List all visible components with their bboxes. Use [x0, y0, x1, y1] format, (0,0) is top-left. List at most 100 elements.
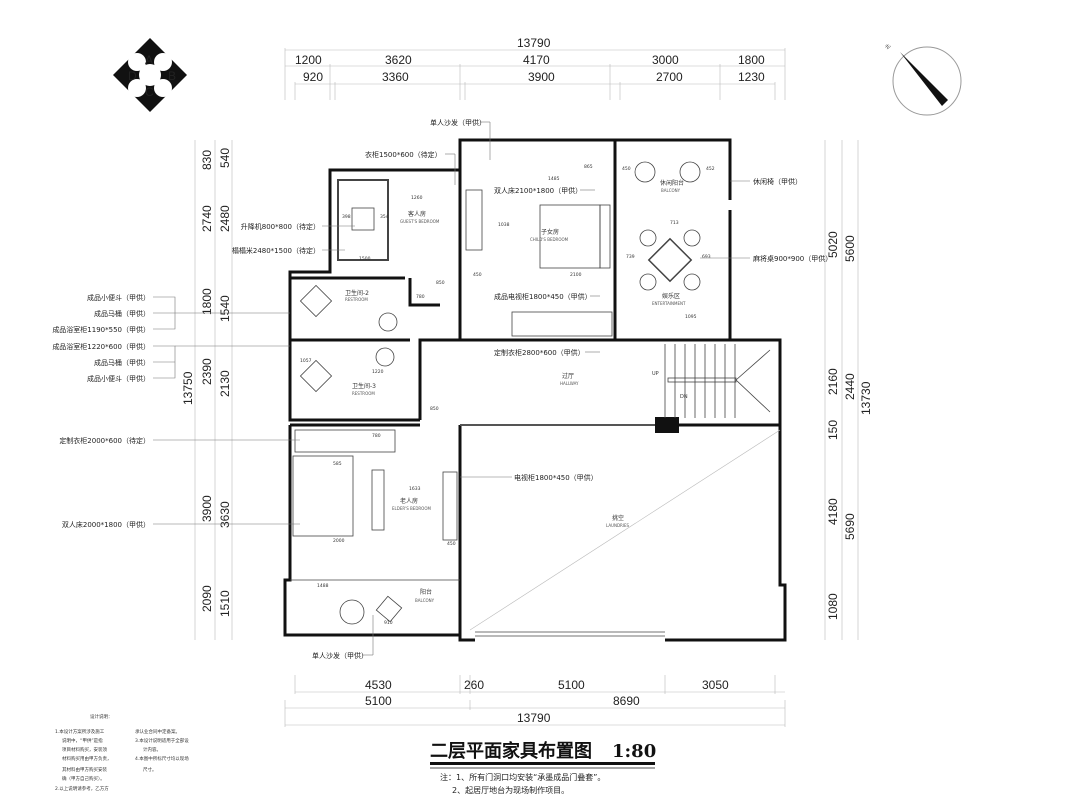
design-note: 尺寸。	[143, 766, 157, 773]
annotation: 定制衣柜2000*600（待定）	[59, 436, 150, 445]
dimensions-left	[194, 140, 233, 640]
dim-label: 1540	[218, 295, 232, 322]
dim-label: 260	[464, 678, 484, 692]
annotation: 电视柜1800*450（甲供）	[514, 473, 598, 482]
walls	[283, 138, 787, 642]
room-dim: 450	[447, 541, 456, 547]
dim-label: 1800	[738, 53, 765, 67]
design-note: 1.本设计方案所涉及施工	[55, 728, 105, 735]
room-dim: 693	[702, 254, 711, 260]
dim-label: 5600	[843, 235, 857, 262]
design-note: 说明中，“甲供”是指	[62, 737, 103, 744]
dim-label: 1080	[826, 593, 840, 620]
dim-label: 2700	[656, 70, 683, 84]
dim-label: 3900	[528, 70, 555, 84]
room-name-en: HALLWAY	[560, 381, 579, 386]
design-note: 3.本设计说明适用于全部设	[135, 737, 189, 744]
design-note: 承认业合同中定备案。	[135, 728, 180, 735]
room-name-en: LAUNDRIES	[606, 523, 630, 528]
dim-label: 1510	[218, 590, 232, 617]
design-note: 材料购买用由甲方负责，	[62, 755, 112, 762]
compass-d: D	[128, 69, 137, 83]
dim-label: 4530	[365, 678, 392, 692]
room-name: 挑空	[612, 514, 624, 522]
annotation: 麻将桌900*900（甲供）	[753, 254, 832, 263]
room-dim: 1038	[498, 222, 510, 228]
dimensions-bottom	[284, 675, 786, 727]
dim-label: 3630	[218, 501, 232, 528]
compass-b: B	[168, 69, 176, 83]
dim-label: 2740	[200, 205, 214, 232]
room-name-en: ELDER'S BEDROOM	[392, 506, 431, 511]
room-dim: 452	[706, 166, 715, 172]
room-dim: 780	[372, 433, 381, 439]
compass-c: C	[145, 85, 154, 99]
dim-label: 8690	[613, 694, 640, 708]
room-dim: 585	[333, 461, 342, 467]
design-note: 确（甲方自己购买）。	[62, 775, 105, 782]
compass-a: A	[145, 53, 153, 67]
room-dim: 850	[430, 406, 439, 412]
annotation: 成品浴室柜1220*600（甲供）	[52, 342, 150, 351]
room-name: 阳台	[420, 588, 432, 596]
room-labels: 客人房 GUEST'S BEDROOM 子女房 CHILD'S BEDROOM …	[345, 179, 686, 603]
dim-label: 2440	[843, 373, 857, 400]
dim-label: 2480	[218, 205, 232, 232]
dim-label: 5690	[843, 513, 857, 540]
note-line: 2、起居厅地台为现场制作项目。	[452, 785, 569, 795]
room-dim: 2100	[570, 272, 582, 278]
design-note: 计内容。	[143, 746, 161, 753]
dim-label: 5100	[558, 678, 585, 692]
room-name: 卫生间-2	[345, 289, 369, 297]
room-dimensions: 1260 1500 398 354 1038 2100 450 1485 865…	[300, 164, 715, 626]
dim-label: 1800	[200, 288, 214, 315]
room-name: 客人房	[408, 210, 426, 218]
room-name: 娱乐区	[662, 292, 680, 300]
dim-label: 3000	[652, 53, 679, 67]
room-name-en: GUEST'S BEDROOM	[400, 219, 440, 224]
annotation: 榻榻米2480*1500（待定）	[232, 246, 320, 255]
dim-label: 4170	[523, 53, 550, 67]
annotation: 成品浴室柜1190*550（甲供）	[52, 325, 150, 334]
room-dim: 1500	[359, 256, 371, 262]
room-dim: 910	[384, 620, 393, 626]
annotation: 双人床2000*1800（甲供）	[62, 520, 150, 529]
dim-top-total: 13790	[517, 36, 551, 50]
drawing-title: 二层平面家具布置图	[430, 740, 592, 762]
annotation: 休闲椅（甲供）	[753, 177, 802, 186]
design-notes: 设计说明： 1.本设计方案所涉及施工 说明中，“甲供”是指 项目材料购买，安装须…	[55, 713, 189, 792]
room-dim: 739	[626, 254, 635, 260]
room-dim: 1485	[548, 176, 560, 182]
room-name: 过厅	[562, 372, 574, 380]
room-dim: 2000	[333, 538, 345, 544]
annotation: 单人沙发（甲供）	[430, 118, 486, 127]
dim-label: 3360	[382, 70, 409, 84]
room-name: 子女房	[541, 228, 559, 236]
room-dim: 354	[380, 214, 389, 220]
orientation-diamond: A D B C	[113, 38, 187, 112]
room-name-en: RESTROOM	[345, 297, 368, 302]
north-label: 北	[884, 43, 892, 51]
room-dim: 865	[584, 164, 593, 170]
left-annotations: 成品小便斗（甲供） 成品马桶（甲供） 成品浴室柜1190*550（甲供） 成品浴…	[52, 293, 150, 529]
stairs-down-label: DN	[680, 394, 688, 400]
dim-right-total: 13730	[859, 381, 873, 415]
room-dim: 1057	[300, 358, 312, 364]
dim-bottom-total: 13790	[517, 711, 551, 725]
dim-label: 3900	[200, 495, 214, 522]
title-underline	[430, 762, 655, 765]
dim-label: 5100	[365, 694, 392, 708]
dim-label: 540	[218, 148, 232, 168]
room-dim: 398	[342, 214, 351, 220]
drawing-scale: 1:80	[612, 741, 656, 762]
room-dim: 450	[473, 272, 482, 278]
room-name-en: ENTERTAINMENT	[652, 301, 686, 306]
dim-label: 1200	[295, 53, 322, 67]
dim-label: 150	[826, 420, 840, 440]
room-name-en: BALCONY	[415, 598, 435, 603]
room-dim: 1095	[685, 314, 697, 320]
annotation: 定制衣柜2800*600（甲供）	[494, 348, 585, 357]
room-dim: 1633	[409, 486, 421, 492]
furniture	[292, 161, 781, 631]
